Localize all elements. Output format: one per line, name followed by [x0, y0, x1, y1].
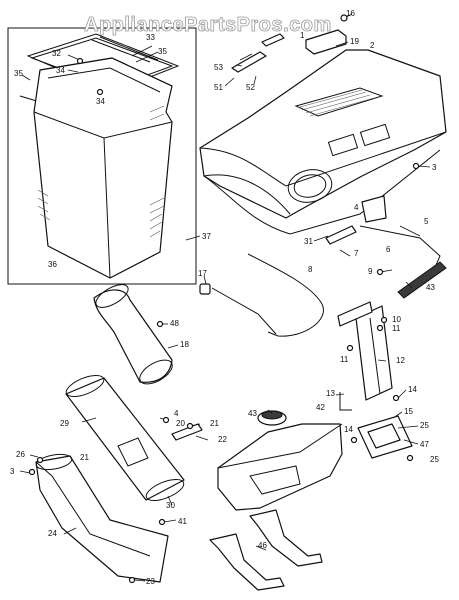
callout-11-right: 11	[392, 324, 401, 333]
callout-5: 5	[424, 217, 429, 226]
grass-bag	[33, 57, 173, 279]
callout-42: 42	[316, 403, 325, 412]
callout-34-upper: 34	[56, 66, 65, 75]
plug	[199, 283, 211, 295]
callout-3-top: 3	[432, 163, 437, 172]
support-post	[337, 301, 393, 401]
fasteners	[28, 14, 420, 584]
weight-box	[217, 423, 343, 511]
callout-21-left: 21	[80, 453, 89, 462]
callout-32: 32	[52, 49, 61, 58]
weight-brackets	[209, 509, 323, 591]
frame-rod	[247, 253, 324, 337]
callout-15: 15	[404, 407, 413, 416]
callout-10: 10	[392, 315, 401, 324]
bag-inset-frame	[7, 27, 197, 285]
fill-cap	[257, 410, 287, 426]
callout-18: 18	[180, 340, 189, 349]
mount-plate	[357, 415, 413, 459]
callout-31: 31	[304, 237, 313, 246]
callout-19: 19	[350, 37, 359, 46]
callout-41: 41	[178, 517, 187, 526]
callout-22: 22	[218, 435, 227, 444]
callout-1: 1	[300, 31, 305, 40]
lower-chute	[35, 453, 169, 583]
callout-51: 51	[214, 83, 223, 92]
callout-48: 48	[170, 319, 179, 328]
callout-labels: 16 19 2 33 32 35 35 34 34 53 51 52 1 3 3…	[10, 9, 439, 586]
leader-lines	[19, 13, 431, 582]
callout-14-right: 14	[408, 385, 417, 394]
callout-4-lower: 4	[174, 409, 179, 418]
callout-6: 6	[386, 245, 391, 254]
callout-21-right: 21	[210, 419, 219, 428]
callout-33: 33	[146, 33, 155, 42]
callout-36: 36	[48, 260, 57, 269]
callout-14-left: 14	[344, 425, 353, 434]
mount-bracket	[325, 195, 387, 245]
callout-37: 37	[202, 232, 211, 241]
callout-25-bottom: 25	[430, 455, 439, 464]
callout-43-cap: 43	[248, 409, 257, 418]
callout-53: 53	[214, 63, 223, 72]
cover-handle	[305, 29, 347, 55]
collector-hood	[199, 49, 447, 219]
callout-13: 13	[326, 389, 335, 398]
callout-3-lower: 3	[10, 467, 15, 476]
callout-20: 20	[176, 419, 185, 428]
callout-46: 46	[258, 541, 267, 550]
handle-bracket	[231, 33, 285, 73]
callout-16: 16	[346, 9, 355, 18]
callout-35-left: 35	[14, 69, 23, 78]
callout-26: 26	[16, 450, 25, 459]
callout-11-left: 11	[340, 355, 349, 364]
flex-hose	[397, 261, 447, 299]
callout-43-hose: 43	[426, 283, 435, 292]
callout-9: 9	[368, 267, 373, 276]
callout-8: 8	[308, 265, 313, 274]
callout-47: 47	[420, 440, 429, 449]
callout-23: 23	[146, 577, 155, 586]
callout-4-top: 4	[354, 203, 359, 212]
hood-lower-rim	[203, 149, 441, 235]
discharge-tube	[65, 374, 185, 502]
discharge-elbow	[93, 284, 173, 385]
callout-52: 52	[246, 83, 255, 92]
callout-34-lower: 34	[96, 97, 105, 106]
pin	[339, 392, 352, 411]
callout-7: 7	[354, 249, 359, 258]
callout-30: 30	[166, 501, 175, 510]
callout-35-top: 35	[158, 47, 167, 56]
callout-2: 2	[370, 41, 375, 50]
callout-25-top: 25	[420, 421, 429, 430]
callout-12: 12	[396, 356, 405, 365]
callout-17: 17	[198, 269, 207, 278]
watermark-text: AppliancePartsPros.com	[84, 14, 332, 36]
callout-29: 29	[60, 419, 69, 428]
callout-24: 24	[48, 529, 57, 538]
